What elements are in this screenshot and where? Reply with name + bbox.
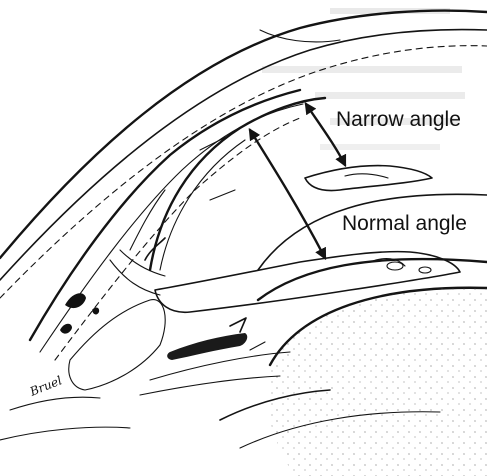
narrow-angle-label: Narrow angle (336, 108, 461, 131)
normal-angle-label: Normal angle (342, 212, 467, 235)
artist-signature: Bruel (27, 373, 64, 399)
iris-narrow-position (305, 166, 432, 191)
lens (220, 194, 487, 476)
cornea-inner-surface (150, 98, 325, 270)
